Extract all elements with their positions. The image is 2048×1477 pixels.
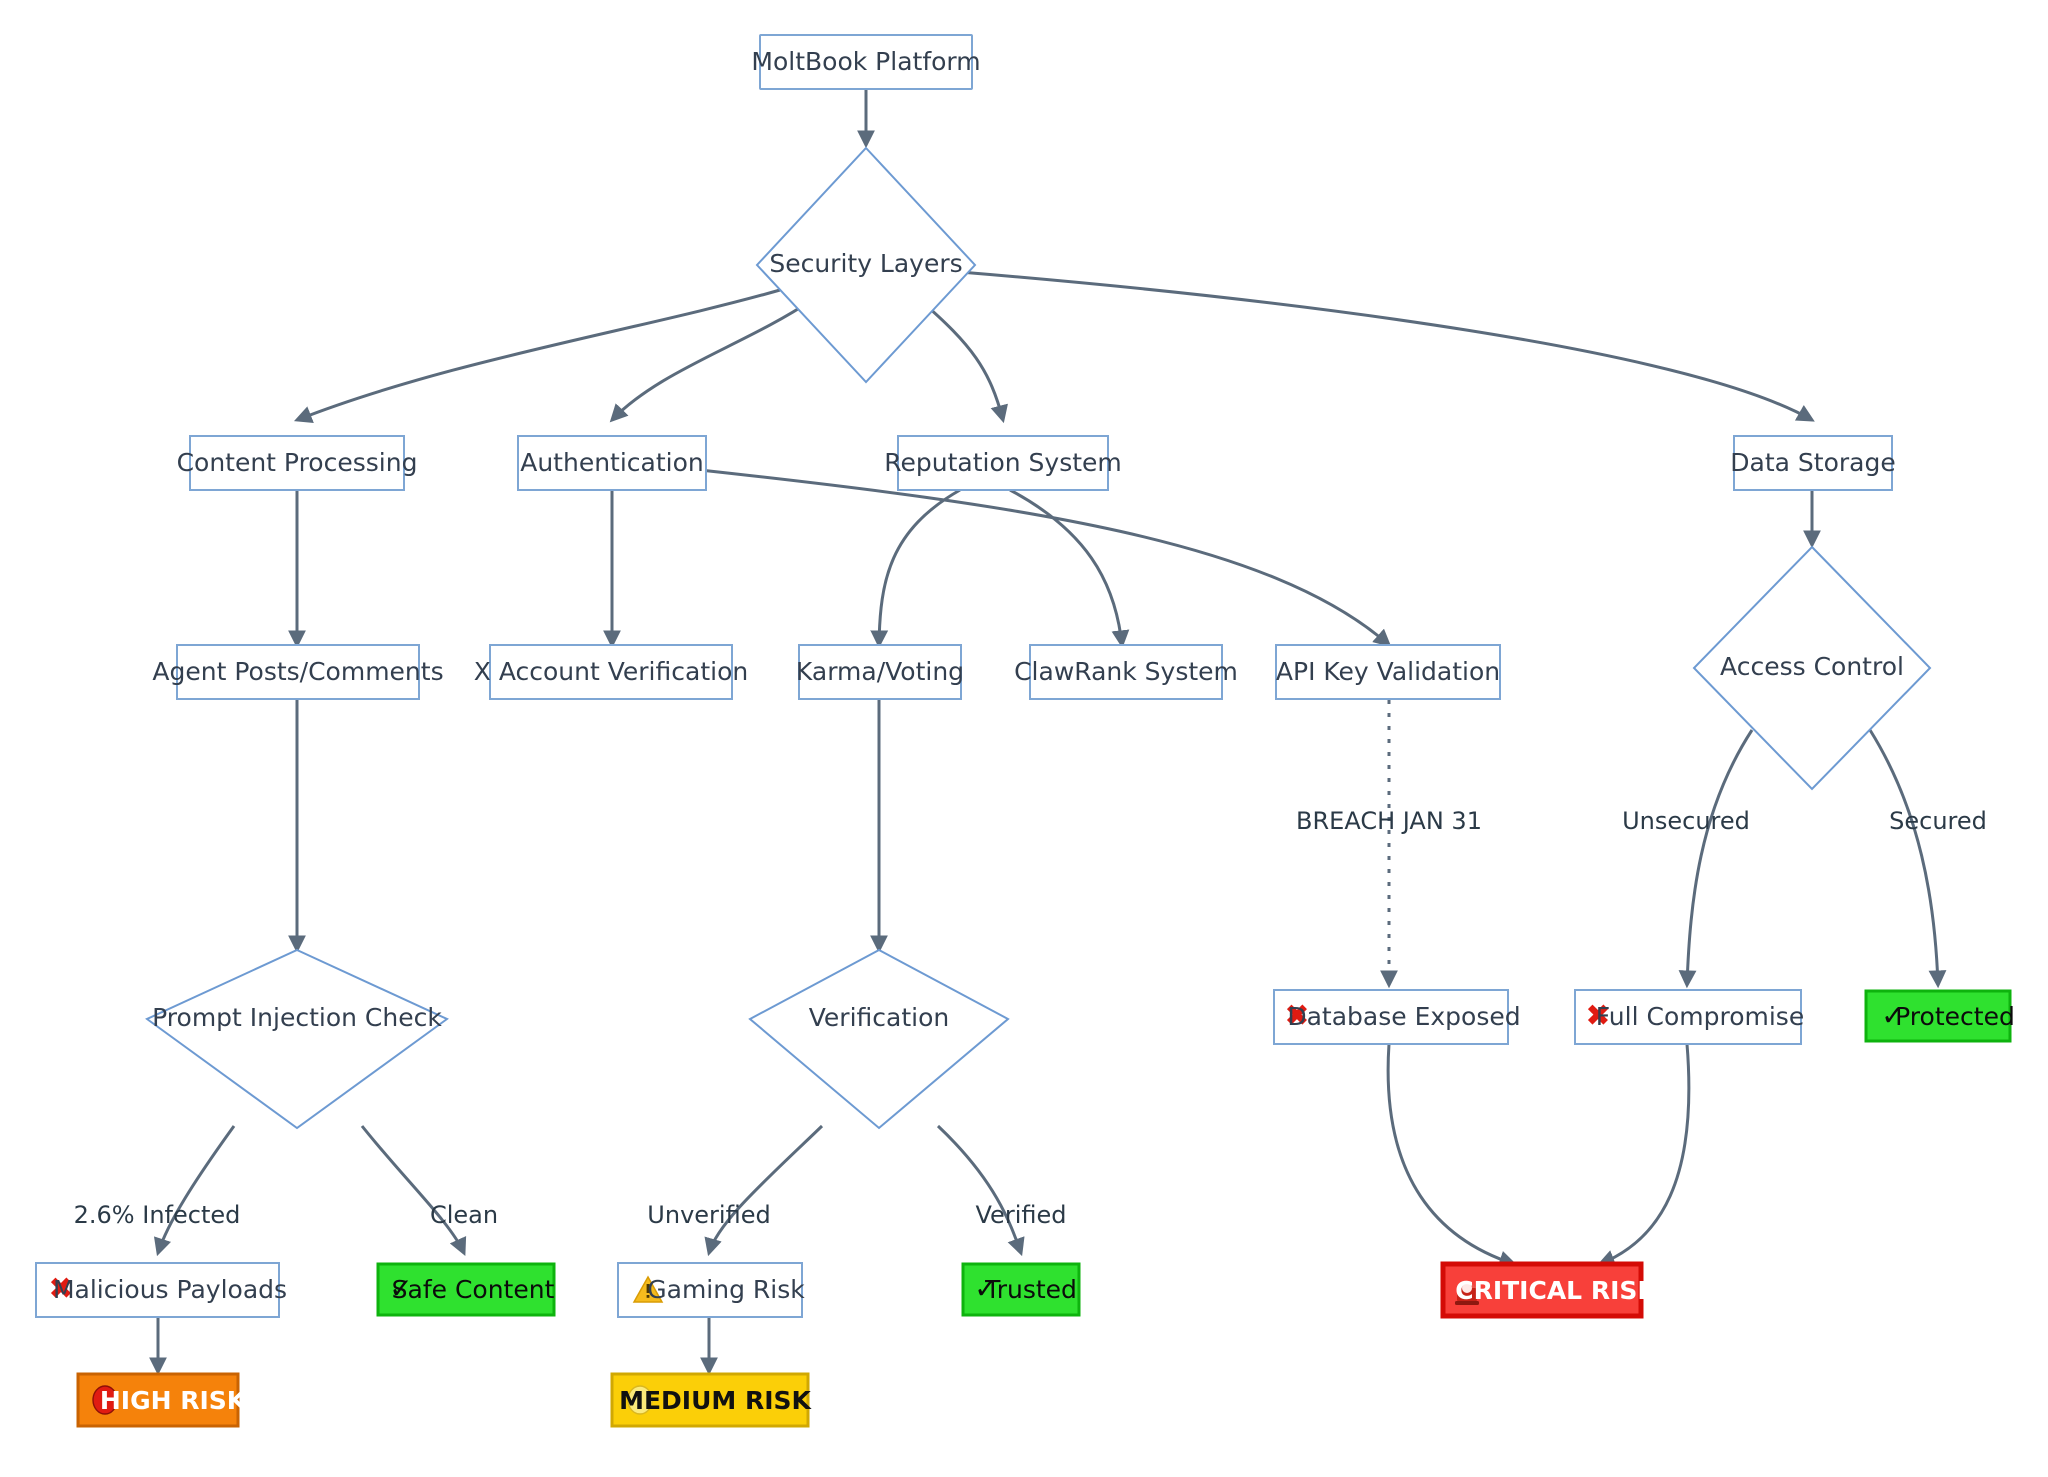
edge-reputation-to-clawrank-system (1009, 488, 1130, 649)
node-clawrank-system[interactable]: ClawRank System (1014, 644, 1238, 700)
node-label-protected: Protected (1895, 1002, 2015, 1031)
node-agent-posts-comments[interactable]: Agent Posts/Comments (152, 644, 444, 700)
node-karma-voting[interactable]: Karma/Voting (796, 644, 964, 700)
node-trusted[interactable]: ✓ Trusted (961, 1262, 1081, 1317)
node-label-gaming-risk: Gaming Risk (647, 1275, 805, 1304)
edge-database-exposed-to-critical-risk (1386, 1043, 1518, 1268)
node-label-prompt-injection-check: Prompt Injection Check (152, 1003, 442, 1032)
node-prompt-injection-check[interactable]: Prompt Injection Check (145, 948, 449, 1130)
node-malicious-payloads[interactable]: ✖ Malicious Payloads (35, 1262, 287, 1318)
node-full-compromise[interactable]: ✖ Full Compromise (1574, 989, 1804, 1045)
node-label-moltbook-platform: MoltBook Platform (751, 47, 980, 76)
node-layer: MoltBook Platform Security Layers Conten… (35, 34, 2015, 1428)
node-label-high-risk: HIGH RISK (100, 1386, 248, 1415)
edge-label-clean: Clean (430, 1201, 498, 1229)
node-medium-risk[interactable]: MEDIUM RISK (610, 1372, 813, 1428)
cross-mark-icon: ✖ (48, 1272, 73, 1307)
node-label-access-control: Access Control (1720, 652, 1904, 681)
check-mark-icon: ✓ (1881, 999, 1904, 1032)
node-api-key-validation[interactable]: API Key Validation (1275, 644, 1501, 700)
check-mark-icon: ✓ (389, 1272, 412, 1305)
yellow-circle-icon (627, 1385, 653, 1415)
edge-label-unsecured: Unsecured (1622, 807, 1750, 835)
edge-prompt-check-to-safe-content (360, 1125, 467, 1256)
edge-layer: BREACH JAN 31 Unsecured Secured 2.6% Inf… (74, 89, 1987, 1376)
edge-prompt-check-to-malicious-payloads (153, 1125, 236, 1257)
node-label-security-layers: Security Layers (769, 249, 962, 278)
edge-security-to-content-processing (293, 288, 781, 423)
node-label-trusted: Trusted (984, 1275, 1077, 1304)
node-label-reputation-system: Reputation System (884, 448, 1122, 477)
edge-reputation-to-karma-voting (870, 488, 961, 649)
node-label-content-processing: Content Processing (177, 448, 418, 477)
edge-full-compromise-to-critical-risk (1596, 1043, 1691, 1267)
edge-verification-to-gaming-risk (704, 1124, 824, 1257)
cross-mark-icon: ✖ (1284, 999, 1309, 1034)
node-verification[interactable]: Verification (748, 948, 1010, 1130)
node-label-medium-risk: MEDIUM RISK (619, 1386, 812, 1415)
edge-verification-to-trusted (936, 1124, 1025, 1257)
red-circle-icon (92, 1385, 118, 1415)
node-data-storage[interactable]: Data Storage (1730, 435, 1896, 491)
node-label-verification: Verification (809, 1003, 949, 1032)
node-label-x-account-verification: X Account Verification (474, 657, 748, 686)
node-label-data-storage: Data Storage (1730, 448, 1895, 477)
node-label-safe-content: Safe Content (392, 1275, 555, 1304)
warning-triangle-icon (632, 1275, 664, 1303)
edge-security-to-authentication (609, 298, 813, 423)
edge-label-verified: Verified (976, 1201, 1067, 1229)
node-label-agent-posts-comments: Agent Posts/Comments (152, 657, 443, 686)
node-high-risk[interactable]: HIGH RISK (76, 1372, 248, 1428)
edge-label-breach: BREACH JAN 31 (1296, 807, 1482, 835)
cross-mark-icon: ✖ (1585, 999, 1610, 1034)
edge-security-to-data-storage (959, 270, 1815, 422)
edge-label-infected: 2.6% Infected (74, 1201, 241, 1229)
edge-authentication-to-api-key-validation (699, 468, 1392, 648)
node-critical-risk[interactable]: CRITICAL RISK (1440, 1261, 1658, 1319)
node-authentication[interactable]: Authentication (517, 435, 707, 491)
node-database-exposed[interactable]: ✖ Database Exposed (1273, 989, 1521, 1045)
rotating-light-icon (1455, 1281, 1479, 1305)
edge-label-secured: Secured (1889, 807, 1987, 835)
node-safe-content[interactable]: ✓ Safe Content (376, 1262, 556, 1317)
node-label-database-exposed: Database Exposed (1287, 1002, 1520, 1031)
edge-label-unverified: Unverified (647, 1201, 770, 1229)
check-mark-icon: ✓ (974, 1272, 997, 1305)
edge-access-control-to-full-compromise (1678, 729, 1754, 989)
node-content-processing[interactable]: Content Processing (177, 435, 418, 491)
node-label-full-compromise: Full Compromise (1596, 1002, 1804, 1031)
node-reputation-system[interactable]: Reputation System (884, 435, 1122, 491)
node-label-clawrank-system: ClawRank System (1014, 657, 1238, 686)
node-access-control[interactable]: Access Control (1692, 545, 1932, 791)
node-label-critical-risk: CRITICAL RISK (1455, 1276, 1658, 1305)
node-label-karma-voting: Karma/Voting (796, 657, 964, 686)
node-label-api-key-validation: API Key Validation (1276, 657, 1500, 686)
edge-security-to-reputation-system (919, 298, 1008, 424)
edge-access-control-to-protected (1868, 729, 1947, 989)
node-protected[interactable]: ✓ Protected (1864, 989, 2015, 1043)
node-x-account-verification[interactable]: X Account Verification (474, 644, 748, 700)
node-label-authentication: Authentication (520, 448, 704, 477)
node-gaming-risk[interactable]: Gaming Risk (617, 1262, 805, 1318)
node-label-malicious-payloads: Malicious Payloads (53, 1275, 287, 1304)
node-moltbook-platform[interactable]: MoltBook Platform (751, 34, 981, 90)
node-security-layers[interactable]: Security Layers (755, 146, 977, 384)
